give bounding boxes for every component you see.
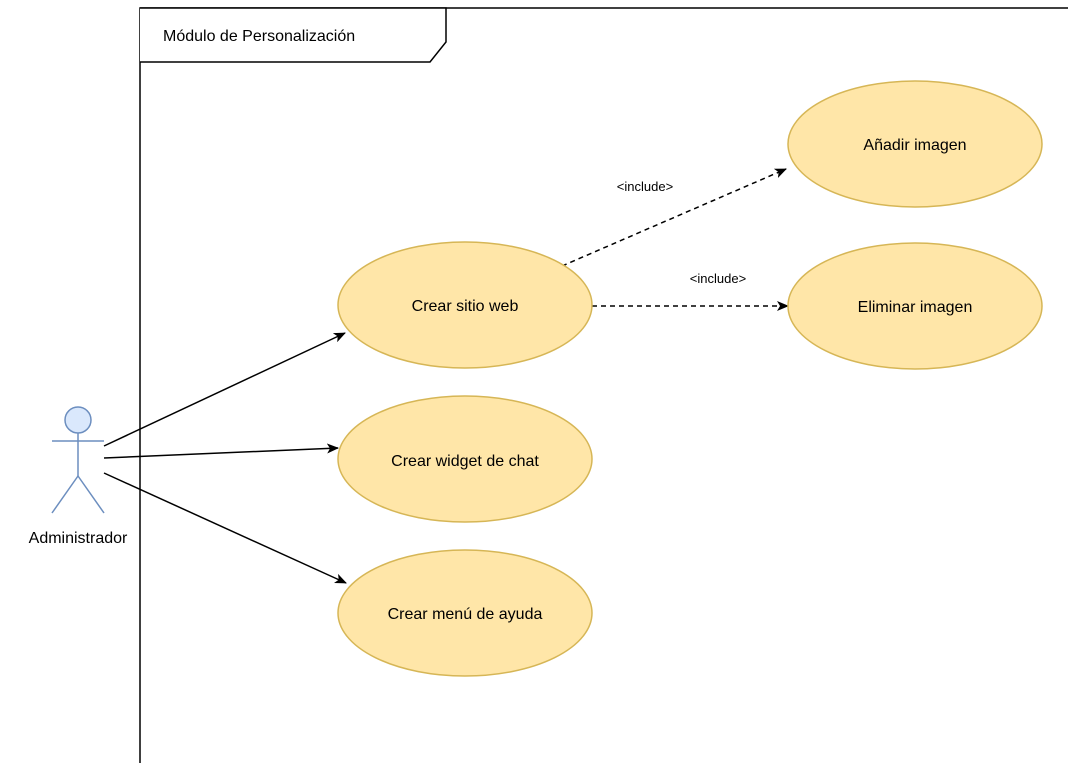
association-crear-widget-chat: [103, 443, 339, 459]
use-case-shape: [787, 80, 1043, 208]
use-case-label: Crear menú de ayuda: [388, 606, 543, 623]
system-frame: Módulo de Personalización: [139, 7, 1068, 763]
use-case-shape: [337, 549, 593, 677]
associations: [103, 332, 347, 584]
actor-label: Administrador: [29, 530, 128, 547]
actor-right-leg: [77, 475, 105, 514]
use-case-crear-widget-chat[interactable]: Crear widget de chat: [337, 395, 593, 523]
use-case-eliminar-imagen[interactable]: Eliminar imagen: [787, 242, 1043, 370]
frame-title-tab: [140, 7, 447, 63]
include-label-eliminar-imagen: <include>: [690, 271, 746, 286]
actor-head: [64, 406, 92, 434]
use-case-crear-menu-ayuda[interactable]: Crear menú de ayuda: [337, 549, 593, 677]
include-label-anadir-imagen: <include>: [617, 179, 673, 194]
use-case-label: Crear widget de chat: [391, 453, 539, 470]
use-case-label: Crear sitio web: [412, 298, 519, 315]
use-case-anadir-imagen[interactable]: Añadir imagen: [787, 80, 1043, 208]
use-case-shape: [337, 395, 593, 523]
include-relations: <include> <include>: [561, 168, 789, 311]
include-line-anadir-imagen: [561, 168, 787, 267]
use-case-label: Añadir imagen: [863, 137, 966, 154]
use-case-crear-sitio-web[interactable]: Crear sitio web: [337, 241, 593, 369]
association-crear-menu-ayuda: [103, 472, 347, 584]
use-case-label: Eliminar imagen: [858, 299, 973, 316]
actor-administrador[interactable]: Administrador: [29, 406, 128, 547]
association-crear-sitio-web: [103, 332, 346, 447]
use-case-shape: [337, 241, 593, 369]
actor-left-leg: [51, 475, 79, 514]
use-case-shape: [787, 242, 1043, 370]
frame-title: Módulo de Personalización: [163, 28, 355, 45]
